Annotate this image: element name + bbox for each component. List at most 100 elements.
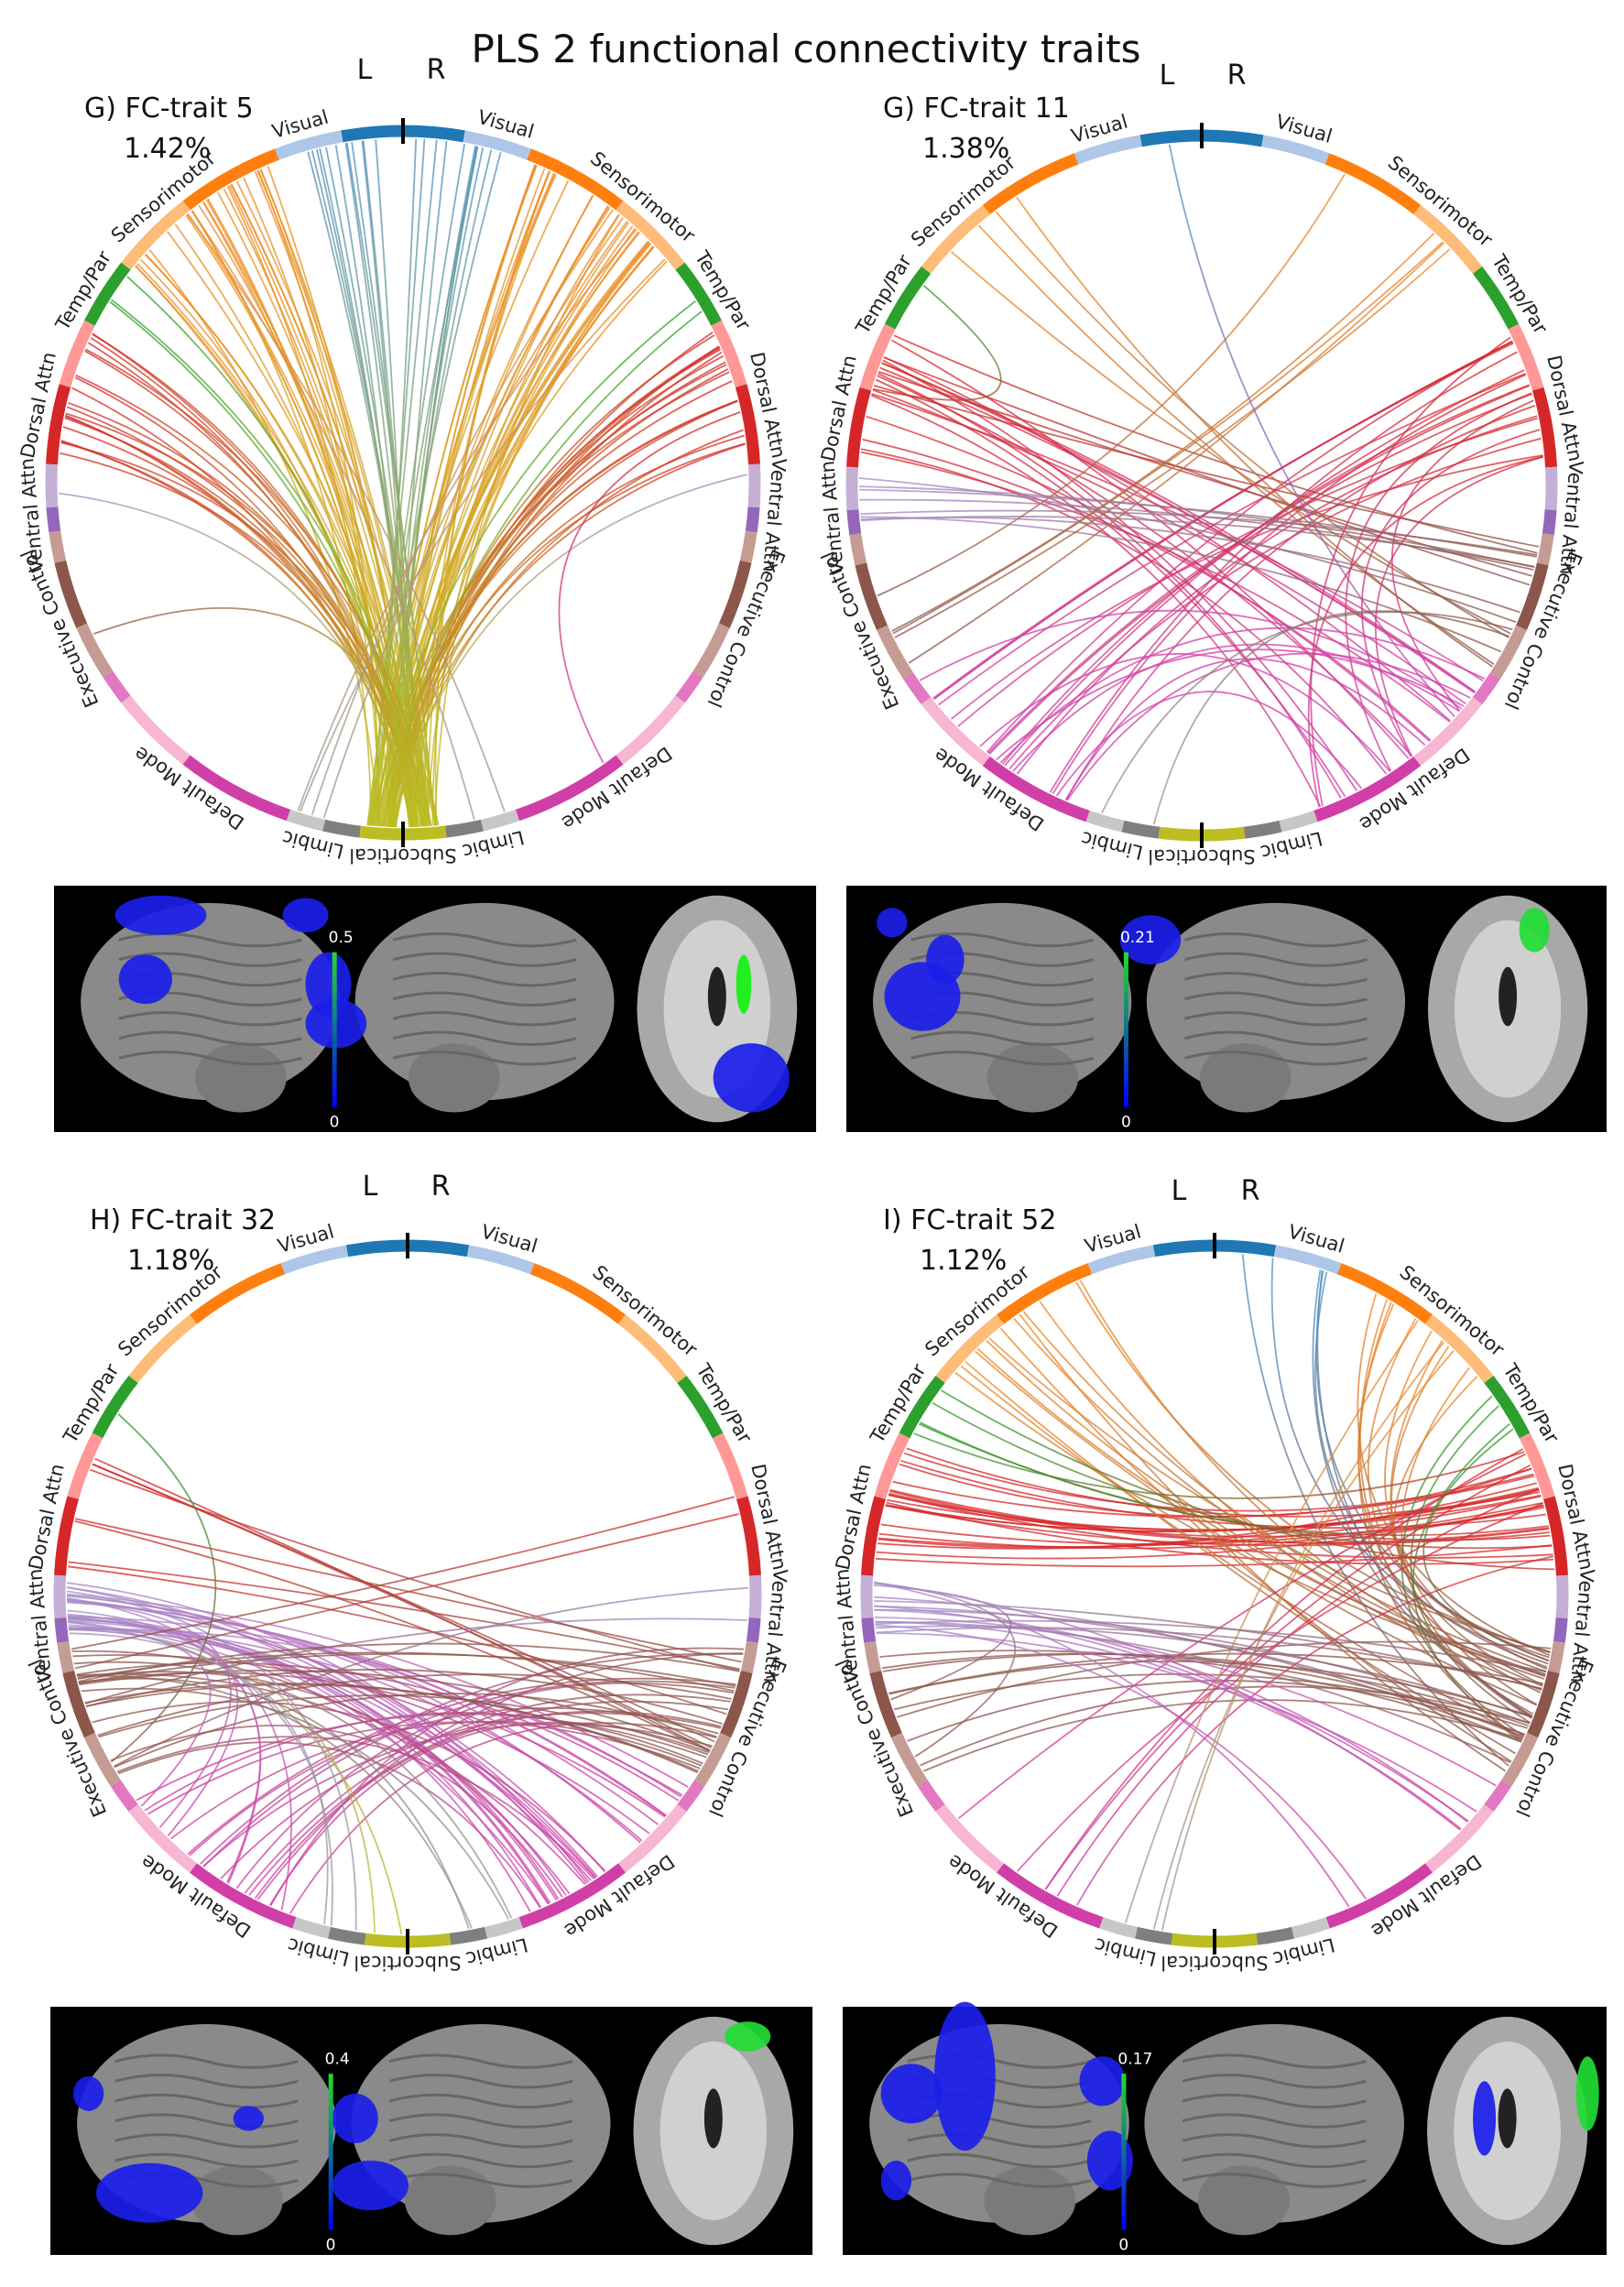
- network-segment: [720, 1670, 753, 1738]
- network-segment: [1291, 1917, 1330, 1939]
- network-segment: [515, 755, 624, 822]
- brain-map-panel-1: 0.50: [54, 886, 816, 1132]
- variance-explained: 1.12%: [920, 1245, 1007, 1277]
- chord-sensorimotor-execcontrol: [1039, 1301, 1542, 1692]
- network-segment: [1527, 1670, 1560, 1738]
- chord-limbic-execcontrol: [1101, 611, 1513, 814]
- chord-defaultmode-defaultmode: [919, 609, 1463, 710]
- network-segment: [736, 1496, 761, 1576]
- network-segment: [711, 320, 747, 387]
- chords: [873, 1254, 1555, 1931]
- chord-execcontrol-execcontrol: [923, 1699, 1523, 1772]
- activation-blob: [1079, 2056, 1126, 2107]
- network-segment: [869, 1670, 902, 1738]
- network-segment: [1553, 1617, 1568, 1643]
- chord-limbic-sensorimotor: [1152, 1350, 1455, 1930]
- chord-defaultmode-ventralattn: [66, 1586, 593, 1881]
- chords: [858, 144, 1543, 825]
- network-segment: [1139, 129, 1203, 147]
- network-segment: [466, 1245, 535, 1275]
- network-segment: [1085, 811, 1125, 833]
- network-segment: [190, 1263, 286, 1324]
- network-segment: [49, 530, 67, 563]
- chord-ventralattn-execcontrol: [873, 1595, 1522, 1743]
- network-segment: [740, 1640, 758, 1673]
- chord-dorsalattn-execcontrol: [68, 1561, 740, 1671]
- network-segment: [57, 1640, 75, 1673]
- network-segment: [1171, 1933, 1215, 1948]
- left-lateral-brain: [81, 902, 340, 1113]
- network-segment: [1243, 820, 1282, 839]
- network-segment: [1472, 672, 1500, 705]
- chord-dorsalattn-defaultmode: [1310, 336, 1511, 807]
- chord-execcontrol-ventralattn: [858, 488, 1537, 558]
- chord-dorsalattn-defaultmode: [860, 448, 1388, 775]
- right-lateral-brain: [1144, 2023, 1404, 2236]
- chord-ventralattn-execcontrol: [876, 1627, 1542, 1690]
- chord-dorsalattn-defaultmode: [1065, 405, 1536, 800]
- network-segment: [54, 1617, 70, 1643]
- chord-ventralattn-execcontrol: [874, 1582, 1017, 1758]
- chord-defaultmode-dorsalattn: [1044, 1464, 1531, 1890]
- network-segment: [675, 262, 722, 326]
- chord-defaultmode-defaultmode: [1055, 691, 1363, 797]
- chord-defaultmode-ventralattn: [874, 1581, 1461, 1831]
- network-segment: [890, 1732, 928, 1787]
- network-segment: [859, 323, 896, 391]
- network-segment: [292, 1917, 332, 1939]
- chord-subcortical-execcontrol: [93, 606, 431, 826]
- network-segment: [855, 562, 888, 631]
- chord-defaultmode-ventralattn: [874, 1605, 1469, 1823]
- activation-blob: [1575, 2056, 1599, 2131]
- network-segment: [935, 1314, 1005, 1384]
- network-segment: [54, 1496, 79, 1576]
- network-segment: [46, 384, 71, 465]
- network-segment: [745, 506, 760, 533]
- chord-limbic-execcontrol: [1152, 610, 1510, 825]
- network-ring: [53, 1239, 762, 1948]
- network-segment: [1135, 1926, 1173, 1945]
- network-segment: [444, 819, 484, 838]
- chord-temppar-dorsalattn: [913, 1432, 1525, 1499]
- network-label-subcortical: Subcortical: [1161, 1952, 1268, 1974]
- chord-ventralattn-execcontrol: [874, 1584, 1012, 1701]
- chord-limbic-sensorimotor: [191, 210, 475, 821]
- activation-blob: [725, 2021, 771, 2052]
- network-segment: [76, 623, 114, 678]
- chord-temppar-dorsalattn: [872, 285, 1002, 401]
- colorbar-min-label: 0: [1118, 2237, 1128, 2255]
- chord-defaultmode-defaultmode: [996, 648, 1465, 760]
- network-segment: [899, 1376, 945, 1439]
- network-segment: [345, 1239, 409, 1258]
- variance-explained: 1.38%: [922, 133, 1009, 165]
- chord-limbic-sensorimotor: [1161, 1341, 1445, 1931]
- network-segment: [1152, 1239, 1215, 1258]
- network-segment: [1547, 1640, 1565, 1673]
- chord-defaultmode-ventralattn: [66, 1593, 689, 1788]
- chord-limbic-sensorimotor: [297, 228, 638, 811]
- chord-dorsalattn-execcontrol: [71, 1496, 735, 1650]
- network-segment: [62, 1670, 95, 1738]
- chord-visual-execcontrol: [1270, 1258, 1549, 1665]
- network-segment: [921, 204, 990, 274]
- variance-explained: 1.42%: [124, 133, 211, 165]
- chord-limbic-ventralattn: [66, 1590, 357, 1931]
- chord-subcortical-sensorimotor: [431, 231, 640, 826]
- chord-limbic-execcontrol: [81, 1687, 510, 1920]
- chord-execcontrol-execcontrol: [97, 1673, 732, 1737]
- chord-dorsalattn-execcontrol: [883, 356, 1531, 586]
- chord-temppar-dorsalattn: [932, 1401, 1553, 1550]
- chord-subcortical-sensorimotor: [226, 186, 381, 827]
- network-segment: [1099, 1917, 1139, 1939]
- chord-limbic-sensorimotor: [186, 213, 506, 812]
- chord-ventralattn-execcontrol: [84, 1617, 747, 1704]
- chord-dorsalattn-defaultmode: [957, 417, 1538, 727]
- chord-ventralattn-execcontrol: [875, 1619, 1547, 1673]
- network-segment: [54, 560, 88, 628]
- network-segment: [935, 1803, 1005, 1873]
- network-segment: [46, 506, 61, 533]
- network-segment: [1121, 820, 1161, 839]
- network-segment: [67, 1432, 104, 1500]
- chord-execcontrol-execcontrol: [893, 1672, 1528, 1729]
- network-segment: [527, 148, 624, 211]
